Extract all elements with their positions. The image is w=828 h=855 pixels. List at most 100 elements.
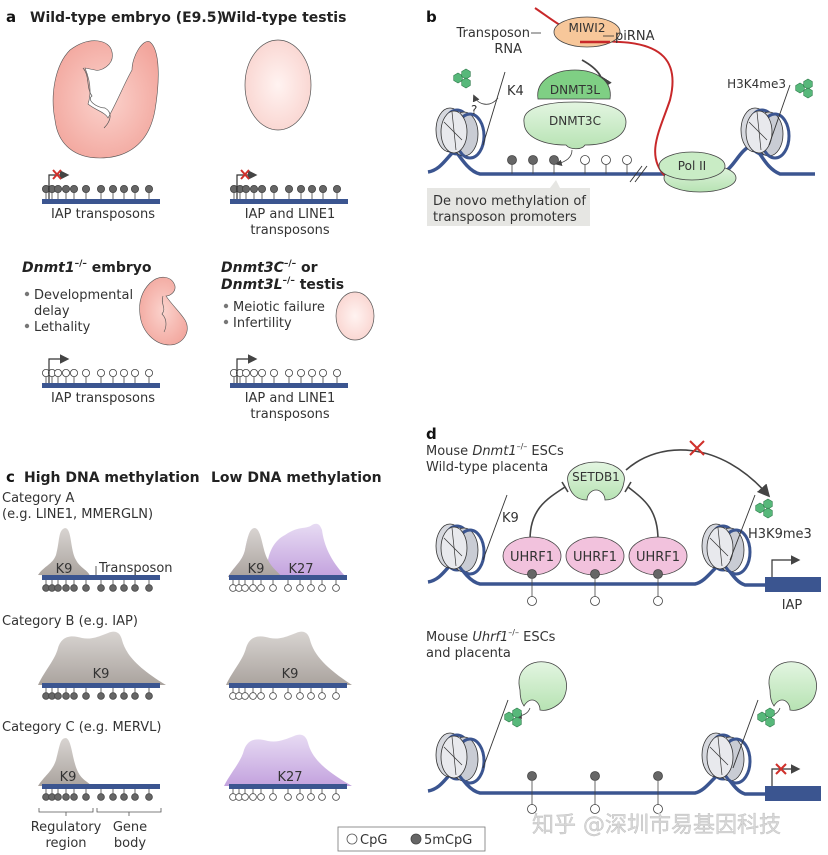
nucleosome-d-left (434, 522, 486, 576)
unmethylated-cpg (241, 584, 249, 592)
unmethylated-cpg (241, 368, 250, 377)
category-a-label-2: (e.g. LINE1, MMERGLN) (2, 507, 153, 522)
callout-line-1: De novo methylation of (433, 194, 586, 209)
dnmt3l-protein (537, 69, 611, 100)
free-histone-marks (453, 68, 471, 89)
cat-a-low-k9-peak (228, 528, 282, 577)
unmethylated-cpg (257, 368, 266, 377)
ko-embryo-title: Dnmt1–/– embryo (22, 259, 152, 276)
wt-testis-track (229, 169, 348, 204)
panel-d-bottom-title-2: and placenta (426, 646, 511, 661)
unmethylated-cpg (257, 584, 265, 592)
h3k9me3-tail (729, 494, 756, 561)
unmethylated-cpg (249, 692, 257, 700)
methylated-cpg (131, 584, 139, 592)
methylated-cpg (109, 584, 117, 592)
methylated-cpg (590, 569, 600, 579)
ko-testis-bullets: Meiotic failure Infertility (223, 300, 325, 331)
unmethylated-cpg (622, 155, 632, 165)
k9-label-d: K9 (502, 511, 519, 526)
unmethylated-cpg (332, 584, 340, 592)
methylated-cpg (131, 692, 139, 700)
h3k4me3-tail (768, 84, 791, 146)
unmethylated-cpg (62, 368, 71, 377)
methylated-cpg (82, 692, 90, 700)
panel-c-tracks (42, 575, 347, 801)
panel-c-label: c (6, 468, 15, 486)
cat-c-low-k27-peak (224, 734, 352, 786)
nucleosome-right (739, 106, 791, 160)
tss-arrow (48, 170, 70, 199)
question-mark: ? (471, 103, 477, 117)
unmethylated-cpg (332, 692, 340, 700)
wt-embryo-title: Wild-type embryo (E9.5) (30, 10, 223, 26)
methylated-cpg (257, 184, 266, 193)
unmethylated-cpg (82, 368, 91, 377)
unmethylated-cpg (54, 368, 63, 377)
unmethylated-cpg (70, 368, 79, 377)
iap-element-bottom (765, 786, 821, 801)
ko-embryo-gene: Dnmt1 (22, 260, 75, 276)
ko-embryo-caption: IAP transposons (51, 391, 155, 406)
methylated-cpg (109, 793, 117, 801)
ko-testis-caption-2: transposons (250, 407, 330, 422)
methylated-cpg (131, 793, 139, 801)
uhrf1-label: UHRF1 (510, 550, 554, 565)
methylated-cpg (145, 584, 153, 592)
top-title-pre: Mouse (426, 444, 472, 459)
wt-embryo-shape (52, 40, 159, 159)
transposon-rna-label-1: Transposon (455, 26, 530, 41)
methylated-cpg (54, 793, 62, 801)
iap-label: IAP (782, 598, 803, 613)
methylated-cpg (109, 184, 118, 193)
legend: CpG 5mCpG (337, 826, 486, 852)
gene-body-bracket (96, 808, 162, 816)
nucleosome-d-bl (434, 731, 486, 785)
nucleosome-d-right (700, 522, 752, 576)
methylated-cpg (120, 584, 128, 592)
k4-label: K4 (507, 84, 524, 99)
panel-d-top-title-1: Mouse Dnmt1–/– ESCs (426, 442, 564, 459)
methylated-cpg (62, 692, 70, 700)
ko-testis-rest: testis (295, 277, 344, 293)
low-methylation-title: Low DNA methylation (211, 470, 382, 486)
h3k9me3-label: H3K9me3 (748, 527, 812, 542)
bottom-cpg-sites (527, 771, 663, 814)
unmethylated-cpg (527, 596, 537, 606)
ko-testis-caption-1: IAP and LINE1 (245, 391, 336, 406)
dna-bar (42, 575, 160, 580)
methylated-cpg (54, 184, 63, 193)
unmethylated-cpg (296, 584, 304, 592)
block-x-icon (52, 169, 62, 180)
unmethylated-cpg (249, 584, 257, 592)
methylated-cpg (54, 692, 62, 700)
methylated-cpg (82, 793, 90, 801)
unmethylated-cpg (601, 155, 611, 165)
k9-marks-left (504, 707, 522, 728)
unmethylated-cpg (241, 692, 249, 700)
mcpg-legend-icon (410, 833, 422, 845)
setdb1-label: SETDB1 (572, 470, 620, 484)
methylated-cpg (97, 584, 105, 592)
ko-testis-shape (335, 291, 375, 341)
cat-c-high-k9-label: K9 (60, 770, 77, 785)
ko-testis-gene2: Dnmt3L (221, 277, 283, 293)
ko-embryo-fold (161, 295, 167, 333)
panel-b-label: b (426, 8, 437, 26)
unmethylated-cpg (120, 368, 129, 377)
methylated-cpg (507, 155, 517, 165)
methylated-cpg (54, 584, 62, 592)
ko-testis-or: or (296, 260, 317, 276)
top-title-sup: –/– (517, 442, 528, 451)
top-title-post: ESCs (527, 444, 564, 459)
cat-b-high-k9-label: K9 (93, 667, 110, 682)
k9-marks-right (757, 707, 775, 728)
tail-br (732, 699, 759, 769)
bullet-developmental: Developmental (34, 288, 133, 303)
unmethylated-cpg (332, 793, 340, 801)
unmethylated-cpg (284, 692, 292, 700)
unmethylated-cpg (580, 155, 590, 165)
methylated-cpg (318, 184, 327, 193)
dna-bar (229, 683, 347, 688)
